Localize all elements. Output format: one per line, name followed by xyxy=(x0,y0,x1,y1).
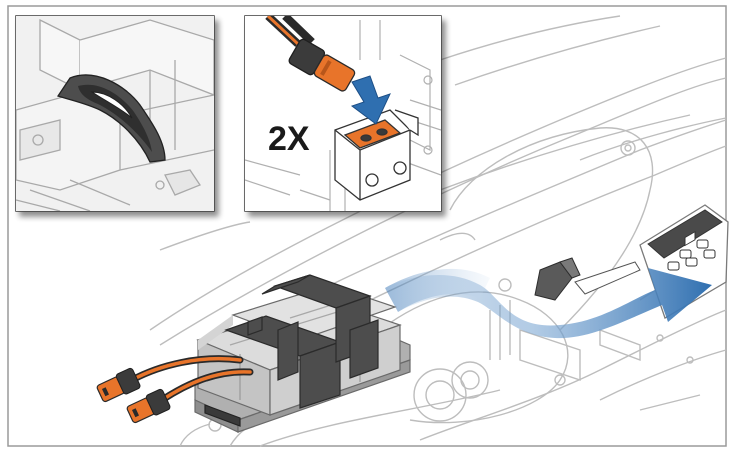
arrow-down-icon xyxy=(350,75,391,125)
battery-leads xyxy=(96,355,254,424)
connector-receptacle xyxy=(334,109,419,201)
inset-strap-art xyxy=(16,16,214,211)
install-arrow-icon xyxy=(385,268,712,339)
battery-pack xyxy=(194,274,411,433)
inset-connector-art: 2X xyxy=(245,16,441,211)
multiplier-label: 2X xyxy=(268,120,310,158)
